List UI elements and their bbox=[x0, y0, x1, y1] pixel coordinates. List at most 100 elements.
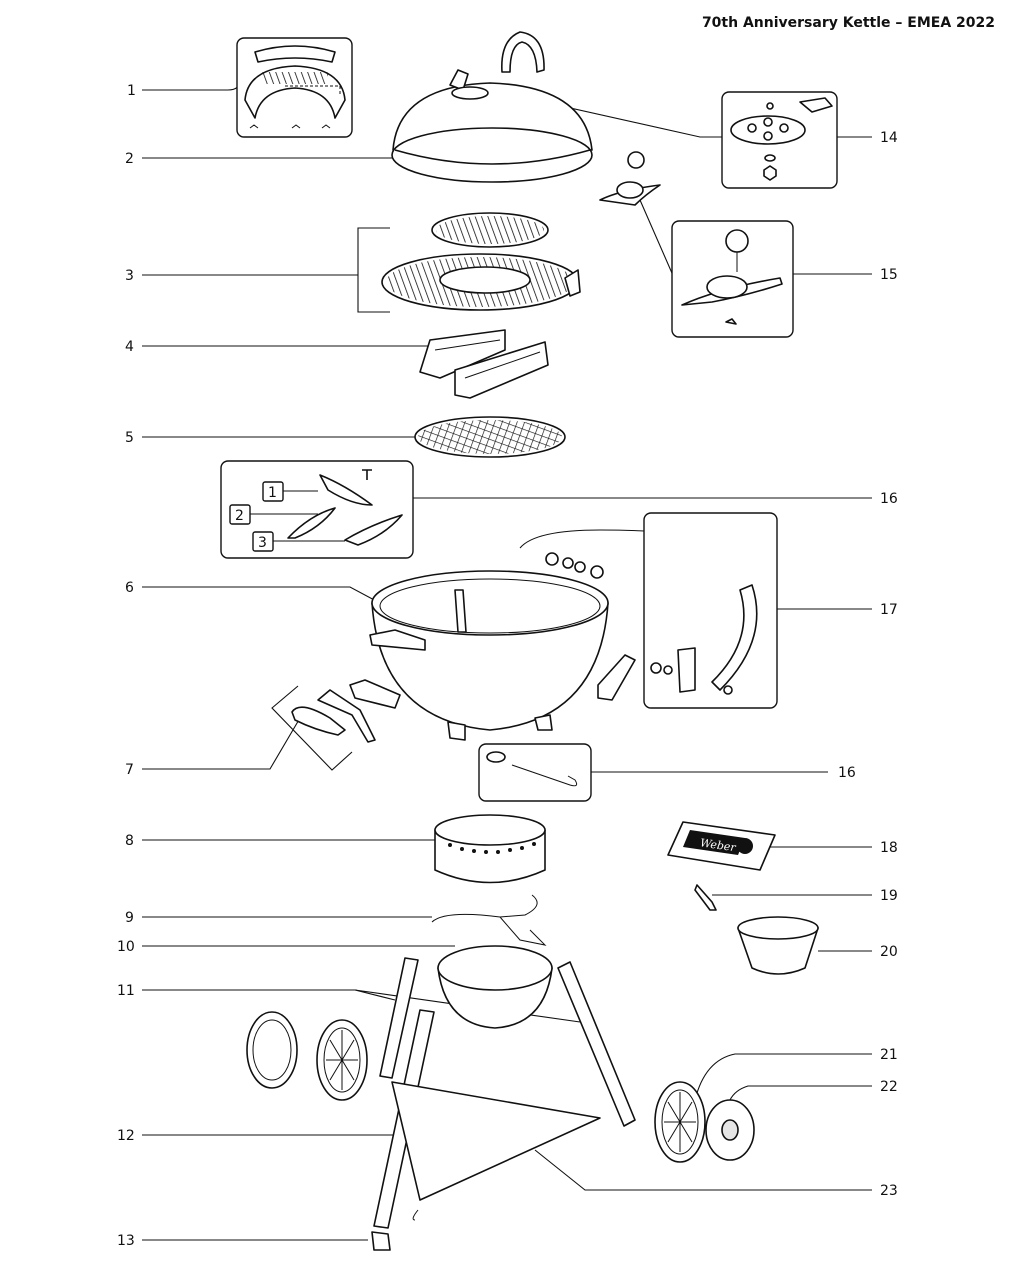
callout-20-text: 20 bbox=[880, 944, 898, 960]
lid-vent-inset-circle bbox=[763, 117, 773, 127]
callout-22-path bbox=[729, 1085, 872, 1101]
bowl-handle-circle bbox=[562, 557, 574, 569]
callout-1: 1 bbox=[127, 79, 241, 99]
bowl-path bbox=[369, 629, 426, 651]
thermometer-inset-path bbox=[725, 318, 737, 325]
thermometer-inset-ellipse bbox=[706, 275, 748, 299]
lid-holder-inset-circle bbox=[650, 662, 662, 674]
bowl-handles-path bbox=[349, 679, 401, 709]
callout-16-bottom: 16 bbox=[591, 765, 856, 781]
callout-7-path bbox=[142, 685, 353, 771]
callout-23-text: 23 bbox=[880, 1183, 898, 1199]
callout-7-text: 7 bbox=[125, 762, 134, 778]
callout-1-path bbox=[142, 79, 241, 91]
cooking-grate-ellipse bbox=[439, 266, 531, 294]
bowl-handles-path bbox=[291, 706, 346, 736]
ash-catcher bbox=[437, 945, 553, 1029]
thermometer-clip bbox=[694, 884, 717, 911]
callout-3-text: 3 bbox=[125, 268, 134, 284]
callout-6-text: 6 bbox=[125, 580, 134, 596]
wheel-cap-right-ellipse bbox=[721, 1119, 739, 1141]
bowl-path bbox=[597, 654, 636, 701]
vent-blades-inset-path bbox=[319, 474, 373, 506]
callout-8-text: 8 bbox=[125, 833, 134, 849]
callout-6: 6 bbox=[125, 580, 379, 603]
bottom-shelf-triangle-path bbox=[391, 1081, 601, 1201]
lid-holder-inset-circle bbox=[723, 685, 733, 695]
callout-18-text: 18 bbox=[880, 840, 898, 856]
legs-path bbox=[557, 961, 636, 1127]
charcoal-grate-ellipse bbox=[418, 420, 562, 454]
wheel-right bbox=[654, 1081, 706, 1163]
bowl-path bbox=[454, 589, 467, 633]
ash-catcher-ellipse bbox=[437, 945, 553, 991]
ash-sweep-ring-g-circle bbox=[496, 850, 500, 854]
ash-sweep-ring-g bbox=[448, 842, 536, 854]
wheel-cap-right bbox=[705, 1099, 755, 1161]
callout-16-top: 16 bbox=[413, 491, 898, 507]
callout-14-text: 14 bbox=[880, 130, 898, 146]
cooking-grate bbox=[381, 212, 581, 311]
callout-17-text: 17 bbox=[880, 602, 898, 618]
lid-handle-inset bbox=[236, 37, 353, 138]
callout-1-text: 1 bbox=[127, 83, 136, 99]
lid-thermometer bbox=[599, 151, 661, 206]
logo-badge-path bbox=[683, 830, 745, 855]
wheel-left-path bbox=[326, 1030, 358, 1090]
ash-sweep-ring bbox=[434, 814, 546, 884]
bowl-handles-path bbox=[317, 689, 376, 743]
callout-18: 18 bbox=[758, 840, 898, 856]
diagram-title: 70th Anniversary Kettle – EMEA 2022 bbox=[702, 15, 995, 31]
callout-9-text: 9 bbox=[125, 910, 134, 926]
ash-sweep-ring-g-circle bbox=[472, 849, 476, 853]
callout-19: 19 bbox=[712, 888, 898, 904]
callout-4: 4 bbox=[125, 339, 432, 355]
legs-path bbox=[379, 957, 419, 1079]
bowl bbox=[369, 570, 636, 741]
wheel-right-ellipse bbox=[661, 1089, 699, 1155]
logo-badge: Weber bbox=[667, 821, 776, 871]
callout-16-bottom-text: 16 bbox=[838, 765, 856, 781]
callout-3: 3 bbox=[125, 227, 390, 313]
bowl-ellipse bbox=[371, 570, 609, 636]
callout-15: 15 bbox=[639, 199, 898, 283]
callout-2-text: 2 bbox=[125, 151, 134, 167]
lid-vent-inset-path bbox=[799, 97, 833, 113]
cleaning-tool-inset-ellipse bbox=[486, 751, 506, 763]
charcoal-grate bbox=[414, 416, 566, 458]
callout-4-text: 4 bbox=[125, 339, 134, 355]
bowl-ellipse bbox=[379, 578, 601, 634]
cooking-grate-ellipse bbox=[436, 216, 544, 244]
lid-vent-inset-ellipse bbox=[764, 154, 776, 162]
callout-13-text: 13 bbox=[117, 1233, 135, 1249]
bowl-path bbox=[371, 602, 609, 731]
lid-vent-inset-circle bbox=[747, 123, 757, 133]
callout-15-path bbox=[639, 199, 872, 281]
callout-22: 22 bbox=[729, 1079, 898, 1101]
callout-2: 2 bbox=[125, 151, 392, 167]
lid-holder-inset-path bbox=[677, 647, 696, 693]
charcoal-baskets-line bbox=[434, 339, 501, 351]
charcoal-baskets-path bbox=[454, 341, 549, 399]
vent-blades-inset-path bbox=[344, 514, 403, 546]
legs-path bbox=[371, 1231, 391, 1251]
wheel-right-path bbox=[664, 1092, 696, 1152]
lid-vent-inset-circle bbox=[766, 102, 774, 110]
callout-11-text: 11 bbox=[117, 983, 135, 999]
logo-badge-circle bbox=[737, 838, 753, 854]
thermometer-inset-circle bbox=[725, 229, 749, 253]
ash-sweep-ring-g-circle bbox=[532, 842, 536, 846]
inset-label-1-text: 1 bbox=[268, 485, 277, 501]
callout-21: 21 bbox=[694, 1047, 898, 1101]
vent-blades-inset: 1 2 3 bbox=[220, 460, 414, 559]
lid-vent-inset bbox=[721, 91, 838, 189]
lid-vent-inset-circle bbox=[763, 131, 773, 141]
cooking-grate-path bbox=[564, 269, 581, 297]
lid-handle-inset-rect bbox=[262, 72, 328, 84]
wheel-cap-left-ellipse bbox=[252, 1019, 292, 1081]
ash-sweep-ring-g-circle bbox=[460, 847, 464, 851]
charcoal-baskets-line bbox=[464, 351, 541, 379]
callout-16-top-text: 16 bbox=[880, 491, 898, 507]
callout-12-text: 12 bbox=[117, 1128, 135, 1144]
